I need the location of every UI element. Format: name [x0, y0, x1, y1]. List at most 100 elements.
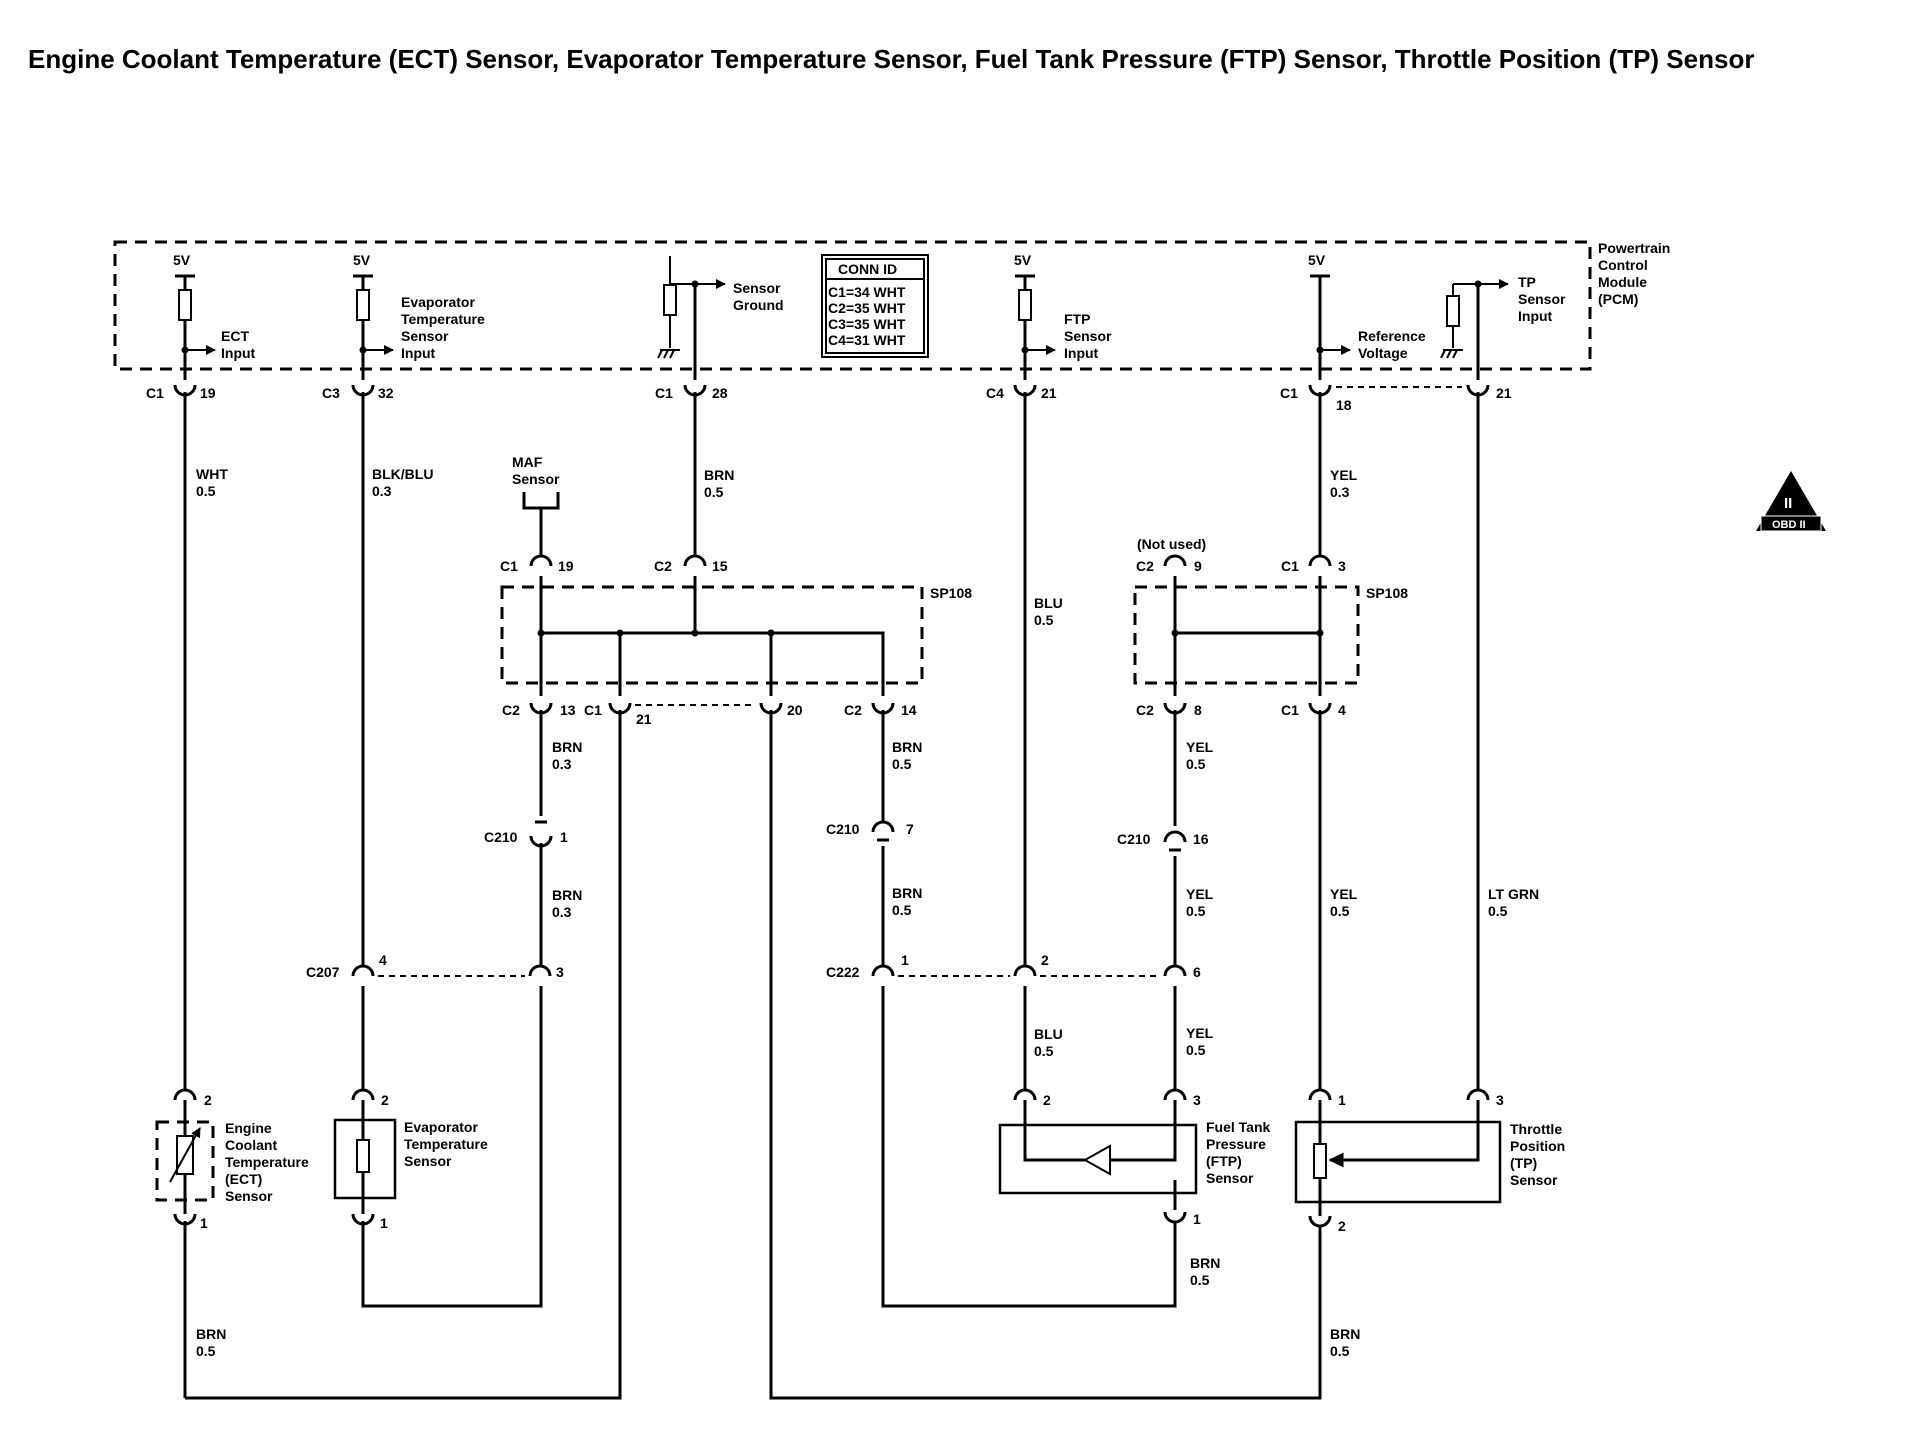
svg-text:0.3: 0.3 — [1330, 484, 1350, 500]
svg-text:II: II — [1784, 495, 1792, 512]
conn-id-table: CONN ID C1=34 WHT C2=35 WHT C3=35 WHT C4… — [821, 254, 929, 358]
svg-text:SP108: SP108 — [930, 585, 972, 601]
connector-c1-18-21: C1 18 21 — [1280, 384, 1512, 413]
tp-pcm-internal: TP Sensor Input — [1440, 274, 1566, 380]
svg-text:C1=34 WHT: C1=34 WHT — [828, 284, 906, 300]
ect-wire-label: WHT 0.5 — [196, 466, 228, 499]
svg-text:BRN: BRN — [1190, 1255, 1220, 1271]
svg-text:C3: C3 — [322, 385, 340, 401]
svg-text:C210: C210 — [484, 829, 518, 845]
svg-text:0.5: 0.5 — [1034, 612, 1054, 628]
svg-text:32: 32 — [378, 385, 394, 401]
svg-text:Sensor: Sensor — [512, 471, 560, 487]
ftp-pcm-internal: 5V FTP Sensor Input — [1014, 252, 1112, 380]
svg-text:(TP): (TP) — [1510, 1155, 1537, 1171]
svg-text:BRN: BRN — [552, 887, 582, 903]
svg-text:C2: C2 — [654, 558, 672, 574]
svg-text:YEL: YEL — [1330, 467, 1358, 483]
svg-text:(Not used): (Not used) — [1137, 536, 1206, 552]
svg-text:C1: C1 — [1281, 558, 1299, 574]
evap-wire-label: BLK/BLU 0.3 — [372, 466, 433, 499]
svg-text:16: 16 — [1193, 831, 1209, 847]
svg-text:0.5: 0.5 — [1186, 1042, 1206, 1058]
pcm-label: Powertrain Control Module (PCM) — [1598, 240, 1670, 307]
sensor-ground-pcm: Sensor Ground — [657, 256, 784, 380]
svg-text:3: 3 — [1338, 558, 1346, 574]
svg-text:21: 21 — [1041, 385, 1057, 401]
svg-text:15: 15 — [712, 558, 728, 574]
svg-text:1: 1 — [1338, 1092, 1346, 1108]
svg-text:13: 13 — [560, 702, 576, 718]
svg-text:C207: C207 — [306, 964, 340, 980]
svg-text:1: 1 — [560, 829, 568, 845]
connector-c210-7: C210 7 — [826, 820, 914, 842]
maf-brn-label-2: BRN 0.3 — [552, 887, 582, 920]
svg-text:Sensor: Sensor — [1518, 291, 1566, 307]
svg-text:9: 9 — [1194, 558, 1202, 574]
connector-c4-21: C4 21 — [986, 384, 1057, 401]
ftp-sensor: 2 3 1 Fuel Tank Pressure (FTP) Sensor — [998, 1088, 1271, 1227]
svg-text:WHT: WHT — [196, 466, 228, 482]
connector-c207: C210 C207 4 3 — [306, 952, 564, 980]
connector-c210-1: C210 1 — [484, 820, 568, 848]
sensor-ground-wire-label: BRN 0.5 — [704, 467, 734, 500]
svg-text:Powertrain: Powertrain — [1598, 240, 1670, 256]
svg-text:1: 1 — [200, 1215, 208, 1231]
svg-text:0.5: 0.5 — [1488, 903, 1508, 919]
svg-text:19: 19 — [200, 385, 216, 401]
evap-sensor: 2 1 Evaporator Temperature Sensor — [333, 1088, 488, 1231]
svg-text:5V: 5V — [1308, 252, 1326, 268]
svg-text:19: 19 — [558, 558, 574, 574]
svg-text:8: 8 — [1194, 702, 1202, 718]
svg-text:0.3: 0.3 — [552, 904, 572, 920]
svg-text:C210: C210 — [1117, 831, 1151, 847]
svg-text:3: 3 — [1496, 1092, 1504, 1108]
svg-text:C4=31 WHT: C4=31 WHT — [828, 332, 906, 348]
svg-text:BLU: BLU — [1034, 595, 1063, 611]
svg-text:7: 7 — [906, 821, 914, 837]
svg-text:Input: Input — [221, 345, 256, 361]
svg-text:0.5: 0.5 — [1186, 903, 1206, 919]
svg-text:Input: Input — [401, 345, 436, 361]
svg-text:BRN: BRN — [892, 885, 922, 901]
svg-text:Evaporator: Evaporator — [404, 1119, 478, 1135]
svg-text:Temperature: Temperature — [401, 311, 485, 327]
svg-text:0.5: 0.5 — [196, 483, 216, 499]
diagram-title: Engine Coolant Temperature (ECT) Sensor,… — [28, 44, 1754, 74]
svg-text:14: 14 — [901, 702, 917, 718]
svg-text:C2: C2 — [1136, 702, 1154, 718]
ect-sensor: 2 1 Engine Coolant Temperature (ECT) Sen… — [155, 1088, 309, 1231]
svg-text:C1: C1 — [1281, 702, 1299, 718]
svg-text:C1: C1 — [655, 385, 673, 401]
ect-ground-label: BRN 0.5 — [196, 1326, 226, 1359]
splice-sp108-right: (Not used) C2 9 C1 3 SP108 C2 8 C1 4 — [1133, 536, 1408, 718]
svg-text:BRN: BRN — [1330, 1326, 1360, 1342]
svg-text:3: 3 — [556, 964, 564, 980]
svg-text:Sensor: Sensor — [1510, 1172, 1558, 1188]
tp-ground-return — [769, 710, 1322, 1400]
reference-voltage-pcm-internal: 5V Reference Voltage — [1308, 252, 1426, 380]
svg-text:21: 21 — [636, 711, 652, 727]
ftp-ground-label: BRN 0.5 — [1190, 1255, 1220, 1288]
ftp-wire-label-1: BLU 0.5 — [1034, 595, 1063, 628]
svg-text:BRN: BRN — [704, 467, 734, 483]
svg-text:Sensor: Sensor — [225, 1188, 273, 1204]
svg-text:FTP: FTP — [1064, 311, 1090, 327]
ect-ground-return — [185, 710, 622, 1400]
svg-text:Reference: Reference — [1358, 328, 1426, 344]
svg-text:SP108: SP108 — [1366, 585, 1408, 601]
svg-text:Sensor: Sensor — [733, 280, 781, 296]
evap-ground-return — [361, 986, 543, 1308]
svg-text:C1: C1 — [146, 385, 164, 401]
svg-text:Temperature: Temperature — [404, 1136, 488, 1152]
ftp-yel-label-2: YEL 0.5 — [1186, 886, 1214, 919]
svg-text:C1: C1 — [500, 558, 518, 574]
svg-text:0.5: 0.5 — [1034, 1043, 1054, 1059]
ftp-yel-label-3: YEL 0.5 — [1186, 1025, 1214, 1058]
svg-text:0.5: 0.5 — [1330, 903, 1350, 919]
connector-c222: C222 1 2 6 — [826, 952, 1201, 980]
svg-text:Control: Control — [1598, 257, 1648, 273]
svg-text:Voltage: Voltage — [1358, 345, 1408, 361]
svg-text:YEL: YEL — [1330, 886, 1358, 902]
svg-text:0.5: 0.5 — [892, 902, 912, 918]
